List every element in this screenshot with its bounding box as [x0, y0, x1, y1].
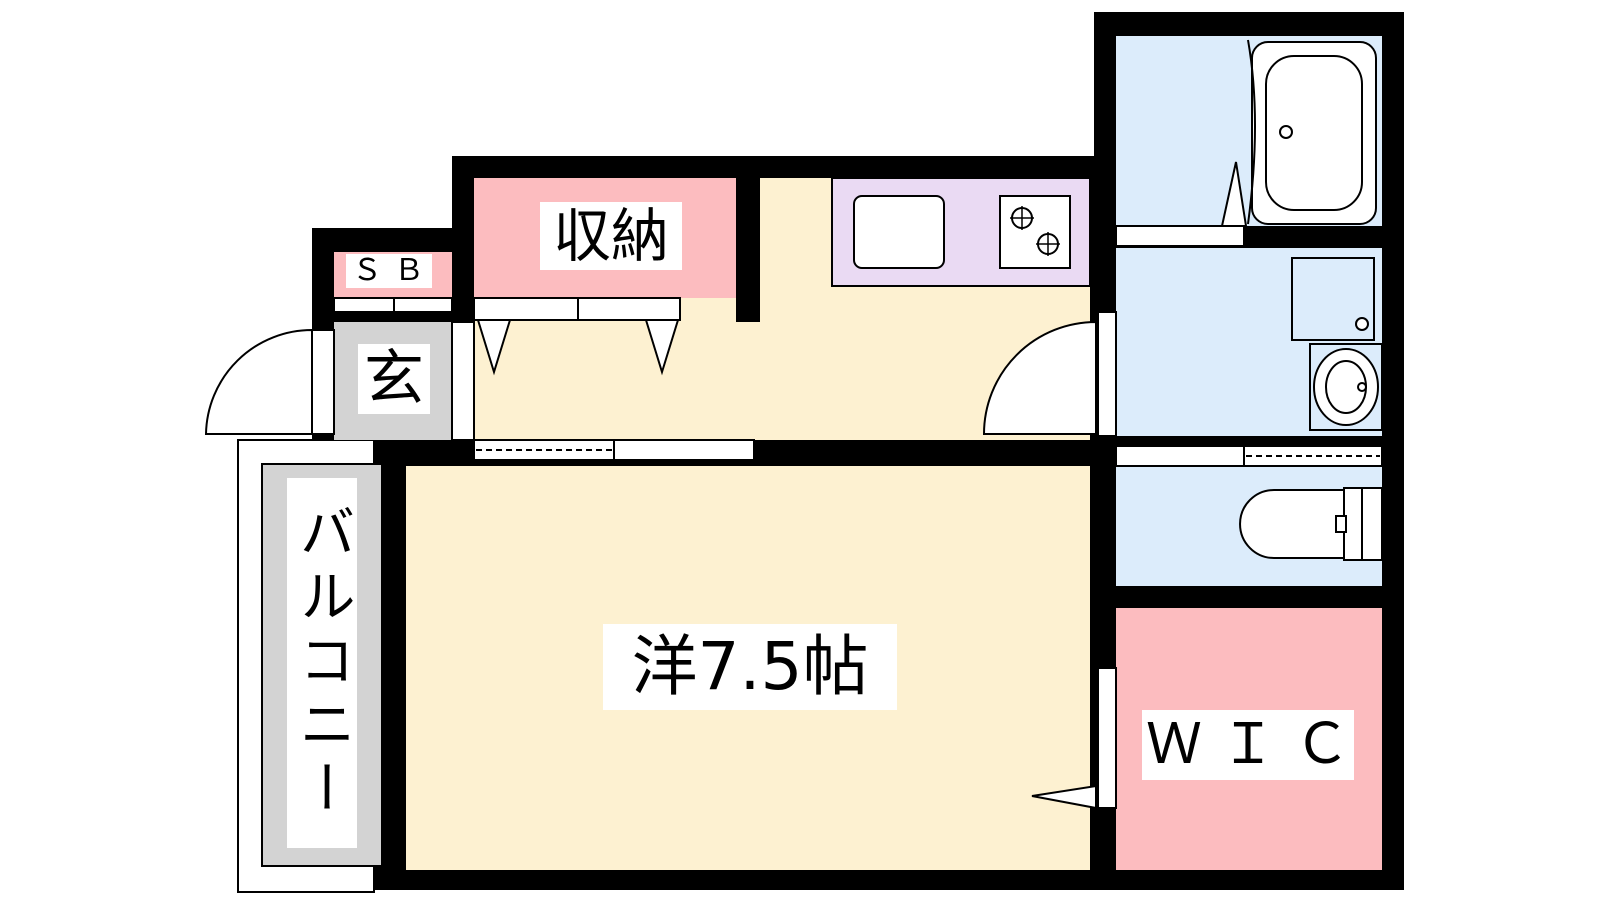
toilet-fixture — [1239, 487, 1383, 561]
sink — [853, 195, 945, 269]
stove — [999, 195, 1071, 269]
sliding-door[interactable] — [473, 439, 755, 461]
storage-wall — [736, 166, 760, 322]
entrance-step — [451, 321, 475, 441]
front-door[interactable] — [204, 328, 335, 435]
washbasin — [1309, 343, 1383, 431]
shoe-box-label: ＳＢ — [346, 254, 432, 288]
storage-label: 収納 — [540, 202, 682, 270]
storage-door-right — [644, 319, 680, 376]
bathtub — [1251, 41, 1377, 225]
wic-label: ＷＩＣ — [1142, 710, 1354, 780]
western-room-label: 洋7.5帖 — [603, 624, 897, 710]
entrance-label: 玄 — [358, 344, 430, 414]
balcony-label: バルコニー — [287, 478, 357, 848]
storage-door-left — [476, 319, 512, 376]
washroom-door-swing[interactable] — [982, 320, 1097, 435]
wic-door[interactable] — [1031, 784, 1097, 810]
kitchen-counter — [831, 177, 1091, 287]
wic-door-frame[interactable] — [1097, 667, 1117, 809]
